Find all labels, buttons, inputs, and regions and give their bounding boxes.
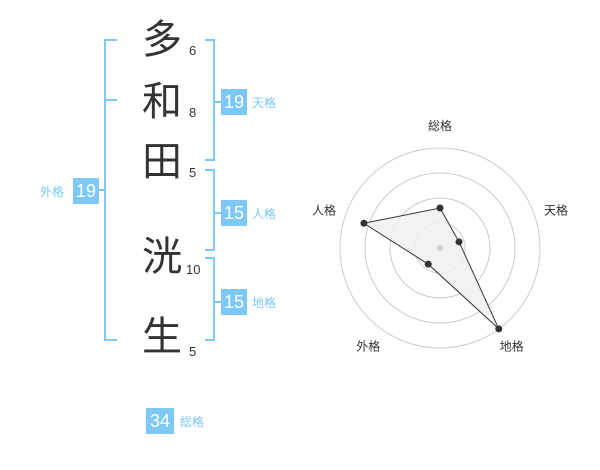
tenkaku-bracket bbox=[205, 39, 215, 161]
radar-axis-label-4: 外格 bbox=[356, 339, 380, 354]
jinkaku-box: 15 bbox=[221, 200, 247, 226]
stroke-count-3: 5 bbox=[189, 165, 197, 180]
stroke-count-2: 8 bbox=[189, 105, 197, 120]
soukaku-label: 総格 bbox=[180, 415, 205, 429]
stroke-count-1: 6 bbox=[189, 43, 197, 58]
radar-point-4 bbox=[424, 260, 432, 268]
name-char-2: 和 bbox=[142, 79, 182, 125]
radar-point-5 bbox=[360, 219, 368, 227]
tenkaku-label: 天格 bbox=[252, 96, 277, 110]
chikaku-bracket bbox=[205, 257, 215, 341]
chikaku-label: 地格 bbox=[252, 296, 277, 310]
radar-axis-label-5: 人格 bbox=[312, 202, 336, 217]
radar-ring-2 bbox=[389, 197, 491, 299]
jinkaku-bracket bbox=[205, 169, 215, 251]
gaikaku-box: 19 bbox=[73, 178, 99, 204]
radar-axis-label-3: 地格 bbox=[500, 339, 524, 354]
stroke-count-4: 10 bbox=[186, 262, 201, 277]
radar-point-3 bbox=[495, 325, 503, 333]
name-char-3: 田 bbox=[142, 139, 182, 185]
radar-center-dot bbox=[437, 245, 443, 251]
radar-axis-label-1: 総格 bbox=[428, 118, 452, 133]
radar-point-2 bbox=[455, 238, 463, 246]
radar-polygon bbox=[362, 207, 500, 330]
chikaku-box: 15 bbox=[221, 289, 247, 315]
tenkaku-box: 19 bbox=[221, 89, 247, 115]
soukaku-box: 34 bbox=[146, 408, 174, 434]
name-char-1: 多 bbox=[142, 17, 182, 63]
radar-axis-label-2: 天格 bbox=[544, 202, 568, 217]
stroke-count-5: 5 bbox=[189, 344, 197, 359]
radar-ring-3 bbox=[364, 172, 516, 324]
name-char-5: 生 bbox=[142, 314, 182, 360]
name-char-4: 洸 bbox=[142, 234, 182, 280]
jinkaku-label: 人格 bbox=[252, 207, 277, 221]
radar-point-1 bbox=[436, 204, 444, 212]
gaikaku-label: 外格 bbox=[40, 185, 65, 199]
radar-ring-4 bbox=[339, 147, 541, 349]
